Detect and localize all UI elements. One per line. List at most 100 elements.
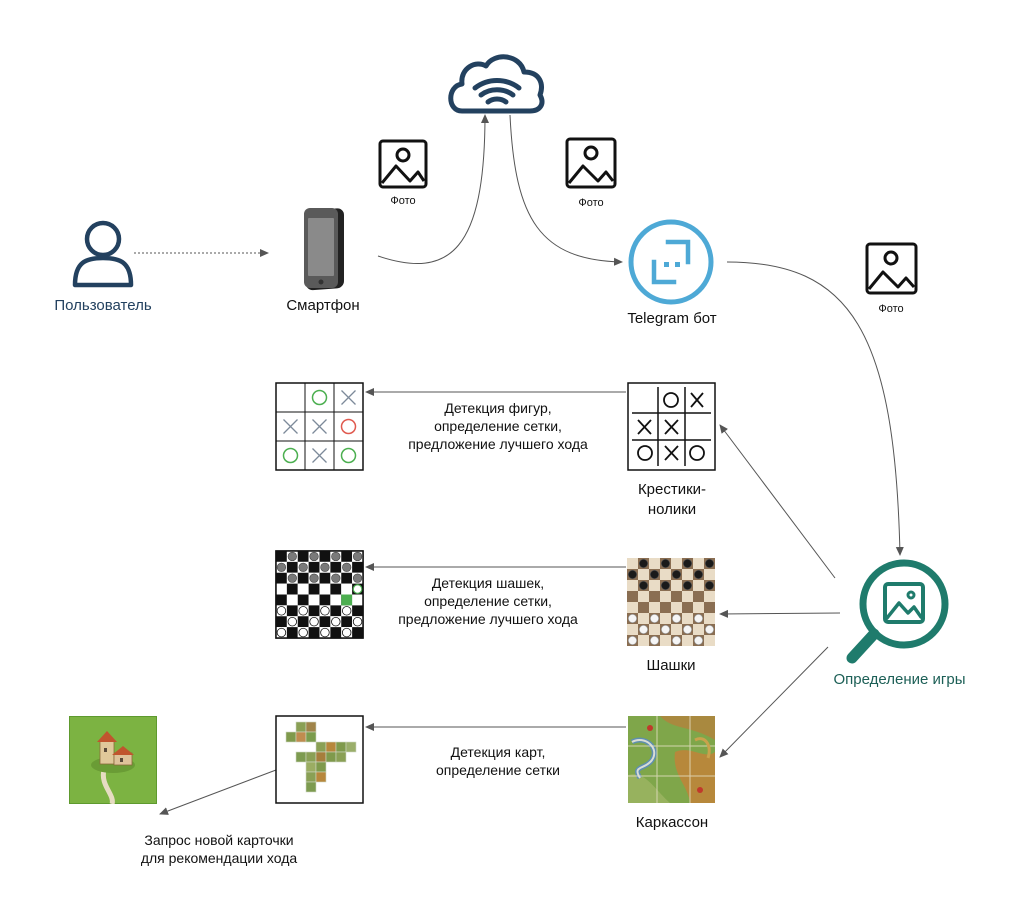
checkers-result-square — [308, 583, 320, 595]
checkers-square — [649, 591, 660, 602]
checker-black — [331, 573, 341, 583]
checkers-square — [638, 602, 649, 613]
description-line: Детекция фигур, — [444, 400, 552, 416]
arrow-detection-to-carcassonne — [719, 646, 829, 758]
ttt-x-mark — [312, 419, 327, 434]
tictactoe-label-line: Крестики- — [637, 481, 707, 498]
user-label: Пользователь — [54, 297, 152, 314]
checkers-result-square — [308, 561, 320, 573]
checkers-result-square — [330, 627, 342, 638]
checkers-square — [693, 580, 704, 591]
checker-black — [682, 580, 692, 590]
checker-black — [309, 573, 319, 583]
checkers-result-square — [286, 605, 298, 617]
checkers-square — [682, 635, 693, 646]
checkers-result-square — [286, 594, 298, 606]
carcassonne-result-grid — [275, 715, 364, 804]
checker-white — [627, 613, 637, 623]
checker-white — [693, 635, 703, 645]
checkers-result-square — [319, 572, 331, 584]
arrow-detection-to-checkers — [719, 609, 841, 618]
tictactoe-label: Крестики- нолики — [612, 480, 732, 519]
description-line: Детекция карт, — [450, 744, 546, 760]
checker-white — [341, 606, 352, 616]
checkers-square — [660, 635, 671, 646]
checkers-square — [682, 569, 693, 580]
new-card-request-description: Запрос новой карточки для рекомендации х… — [109, 831, 329, 867]
checkers-result-square — [297, 551, 309, 562]
checkers-result-square — [276, 594, 287, 606]
ttt-o-mark — [340, 418, 357, 435]
checker-black — [704, 580, 714, 590]
checkers-result-square — [297, 583, 309, 595]
checker-black — [638, 558, 648, 568]
checkers-square — [693, 591, 704, 602]
carcassonne-result-description: Детекция карт, определение сетки — [378, 743, 618, 779]
checker-white — [276, 606, 287, 616]
checkers-result-square — [352, 561, 363, 573]
checkers-square — [638, 591, 649, 602]
photo-label: Фото — [578, 197, 604, 209]
photo-icon — [865, 242, 918, 295]
checkers-result-border — [275, 550, 364, 639]
checkers-result-square — [308, 627, 320, 638]
checkers-result-square — [352, 627, 363, 638]
cloud-wifi-icon — [448, 54, 545, 114]
checkers-square — [649, 558, 660, 569]
description-line: определение сетки, — [424, 593, 552, 610]
checker-black — [682, 558, 692, 568]
checker-black — [693, 569, 703, 579]
checker-white — [276, 627, 287, 638]
checker-black — [287, 551, 297, 562]
checkers-square — [660, 613, 671, 624]
tictactoe-result-grid — [275, 382, 364, 471]
checkers-result-square — [319, 594, 331, 606]
checker-white — [693, 613, 703, 623]
checkers-result-square — [330, 594, 342, 606]
description-line: для рекомендации хода — [140, 850, 298, 867]
ttt-o-mark — [282, 447, 299, 464]
checkers-result-square — [286, 583, 298, 595]
checkers-square — [704, 591, 715, 602]
checkers-square — [693, 602, 704, 613]
checkers-result-square — [297, 616, 309, 628]
checkers-result-square — [297, 572, 309, 584]
checkers-result-square — [341, 572, 353, 584]
checker-white — [320, 606, 330, 616]
checkers-result-square — [319, 616, 331, 628]
checkers-result-square — [319, 583, 331, 595]
checkers-result-square — [330, 605, 342, 617]
checkers-result-square — [276, 583, 287, 595]
checkers-square — [649, 624, 660, 635]
description-line: предложение лучшего хода — [398, 611, 578, 628]
checkers-square — [660, 569, 671, 580]
checker-black — [704, 558, 714, 568]
checkers-square — [704, 602, 715, 613]
user-icon — [72, 220, 134, 288]
checkers-square — [682, 591, 693, 602]
arrow-cloud-to-telegram — [509, 114, 623, 266]
checker-black — [331, 551, 341, 562]
carcassonne-map-icon — [628, 716, 715, 803]
checkers-square — [638, 569, 649, 580]
checkers-square — [627, 558, 638, 569]
checker-black — [287, 573, 297, 583]
description-line: Запрос новой карточки — [144, 832, 294, 848]
ttt-x-mark — [283, 419, 298, 434]
suggested-move-target — [352, 584, 363, 594]
checker-white — [704, 624, 714, 634]
checkers-square — [627, 580, 638, 591]
checkers-result-square — [308, 594, 320, 606]
carcassonne-label: Каркассон — [635, 814, 709, 831]
checkers-square — [693, 624, 704, 635]
checkers-result-square — [330, 561, 342, 573]
checkers-square — [627, 591, 638, 602]
checker-black — [660, 558, 670, 568]
checkers-square — [627, 624, 638, 635]
photo-icon — [565, 137, 617, 189]
checker-white — [320, 627, 330, 638]
checker-white — [649, 613, 659, 623]
checkers-square — [638, 613, 649, 624]
checker-black — [342, 562, 352, 572]
